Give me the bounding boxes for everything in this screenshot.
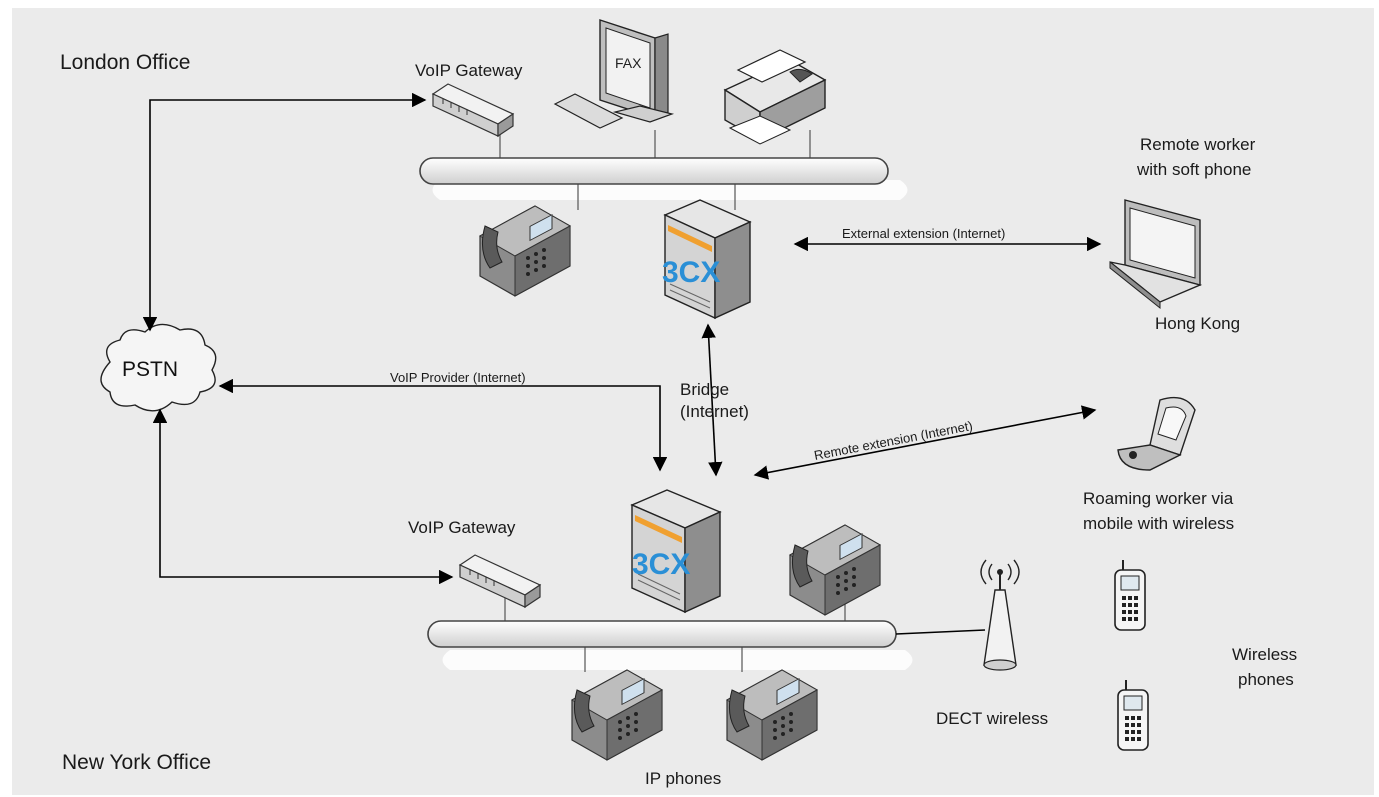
london-backbone bbox=[419, 157, 889, 185]
new-york-gateway-label: VoIP Gateway bbox=[408, 518, 516, 537]
new-york-office-label: New York Office bbox=[62, 751, 211, 774]
bridge-label-line1: Bridge bbox=[680, 380, 729, 399]
ip-phones-label: IP phones bbox=[645, 769, 721, 788]
london-office-label: London Office bbox=[60, 51, 190, 74]
new-york-3cx-logo: 3CX bbox=[632, 548, 690, 581]
dect-label: DECT wireless bbox=[936, 709, 1048, 728]
london-lan bbox=[419, 130, 908, 210]
pstn-london-gateway-link bbox=[142, 92, 427, 332]
wireless-phones-label-line2: phones bbox=[1238, 670, 1294, 689]
flip-phone-icon bbox=[1117, 396, 1196, 471]
new-york-lan bbox=[427, 598, 986, 672]
london-gateway-label: VoIP Gateway bbox=[415, 61, 523, 80]
wireless-phone-1-icon bbox=[1114, 559, 1146, 631]
hong-kong-label: Hong Kong bbox=[1155, 314, 1240, 333]
voip-provider-label: VoIP Provider (Internet) bbox=[390, 370, 526, 385]
pstn-cloud-icon: PSTN bbox=[100, 323, 217, 412]
pstn-newyork-gateway-link bbox=[152, 408, 454, 585]
external-extension-label: External extension (Internet) bbox=[842, 226, 1005, 241]
fax-computer-icon: FAX bbox=[553, 19, 675, 129]
roaming-worker-label-line2: mobile with wireless bbox=[1083, 514, 1234, 533]
remote-extension-link bbox=[753, 405, 1097, 480]
london-3cx-server-icon: 3CX bbox=[662, 199, 752, 320]
london-3cx-logo: 3CX bbox=[662, 256, 720, 289]
remote-worker-label-line1: Remote worker bbox=[1140, 135, 1256, 154]
bridge-link bbox=[701, 323, 723, 477]
fax-screen-label: FAX bbox=[615, 55, 642, 71]
voip-provider-link bbox=[218, 378, 668, 472]
wireless-phone-2-icon bbox=[1117, 679, 1149, 751]
fax-machine-icon bbox=[723, 49, 827, 145]
remote-worker-label-line2: with soft phone bbox=[1136, 160, 1251, 179]
pstn-label: PSTN bbox=[122, 358, 178, 381]
roaming-worker-label-line1: Roaming worker via bbox=[1083, 489, 1234, 508]
wireless-phones-label-line1: Wireless bbox=[1232, 645, 1297, 664]
bridge-label-line2: (Internet) bbox=[680, 402, 749, 421]
laptop-icon bbox=[1109, 199, 1203, 310]
dect-antenna-icon bbox=[980, 559, 1020, 671]
new-york-3cx-server-icon: 3CX bbox=[630, 489, 722, 614]
new-york-backbone bbox=[427, 620, 897, 648]
